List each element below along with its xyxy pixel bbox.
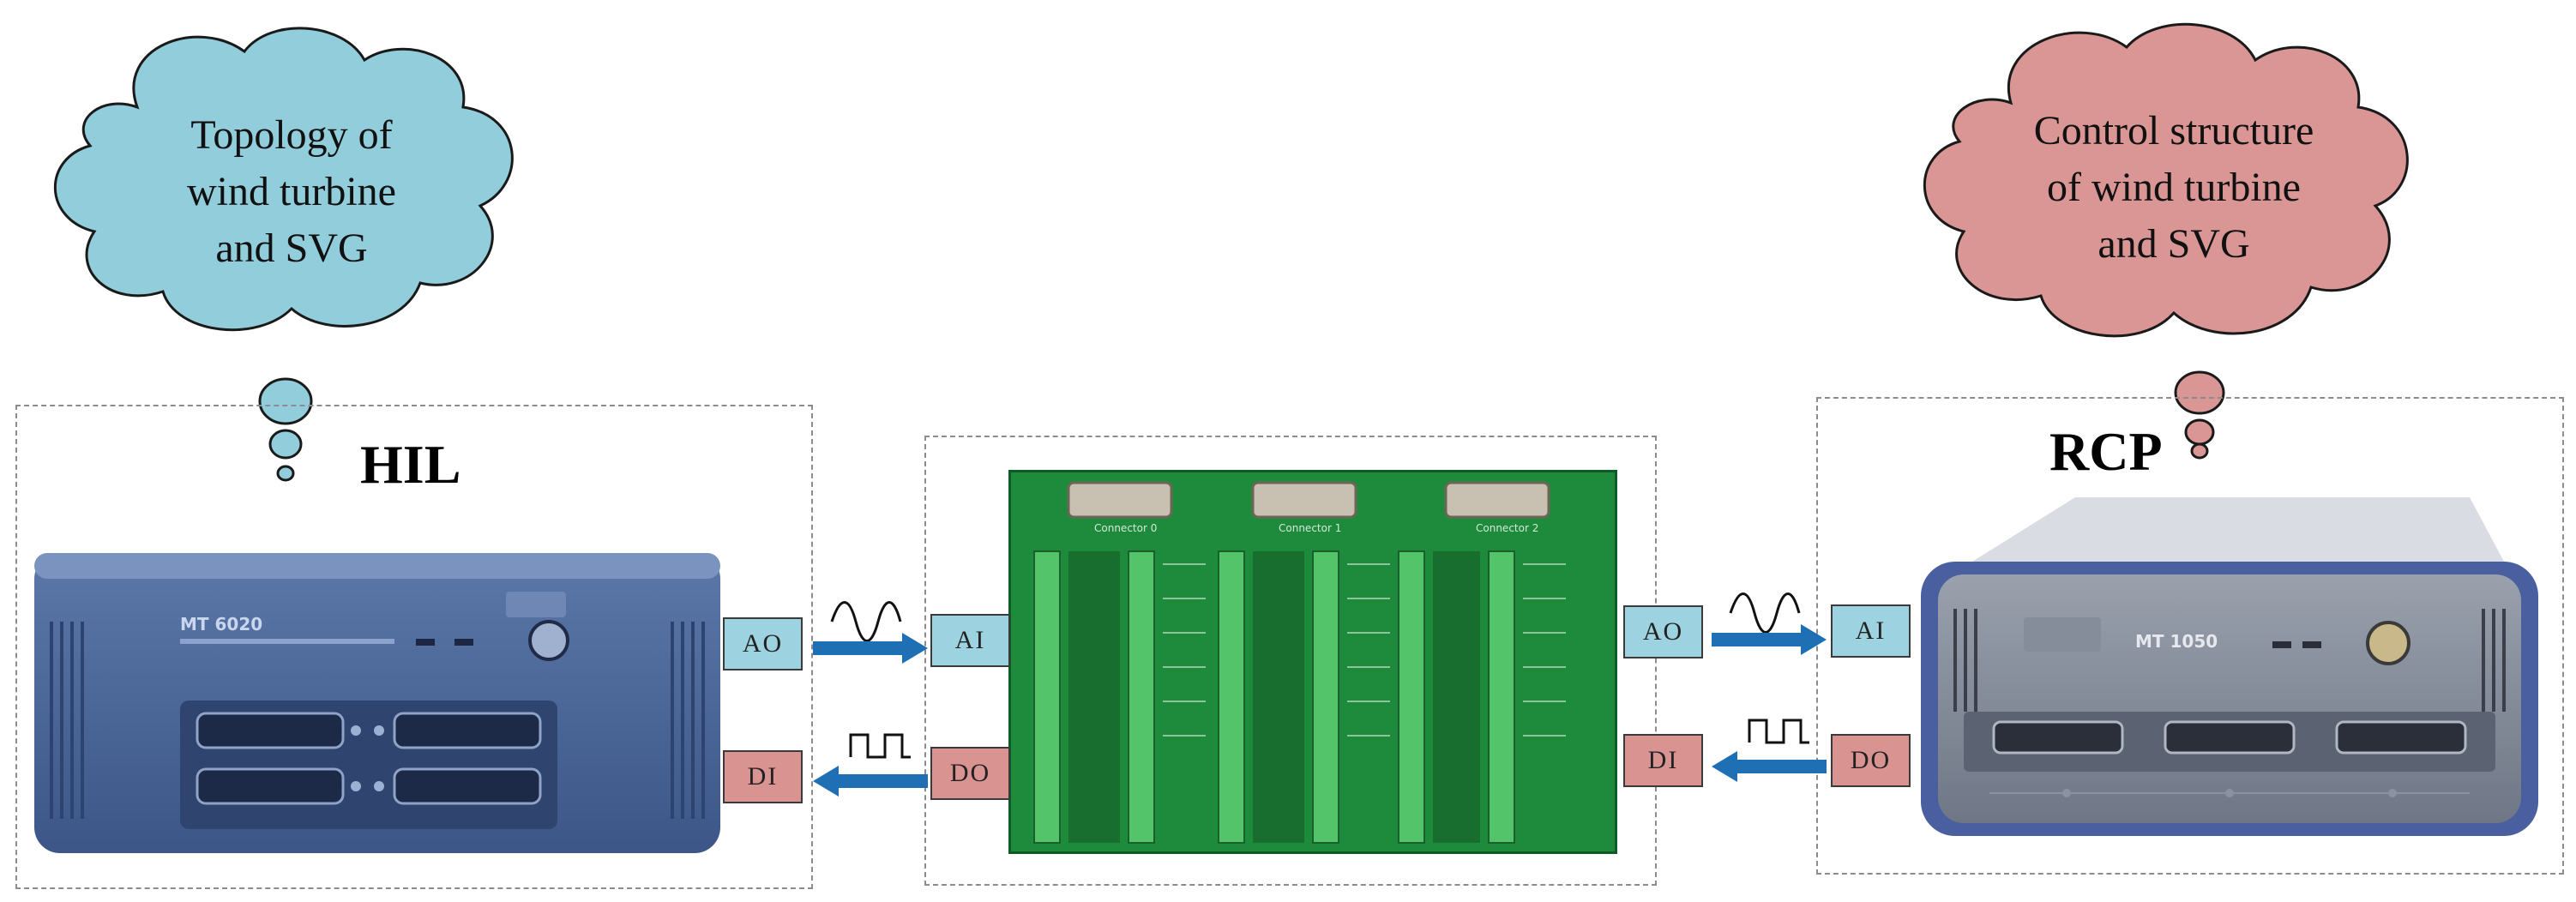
hil-title: HIL bbox=[360, 434, 461, 495]
hil-ao-tag: AO bbox=[723, 617, 803, 670]
hil-device-image: MT 6020 bbox=[34, 553, 720, 853]
digital-signal-left bbox=[813, 733, 928, 797]
thought-cloud-right: Control structure of wind turbine and SV… bbox=[1899, 13, 2448, 373]
board-do-tag: DO bbox=[930, 747, 1010, 800]
cloud-right-shape bbox=[1923, 22, 2409, 338]
arrow-right-icon bbox=[1712, 624, 1827, 655]
interface-board: Connector 0 Connector 1 Connector 2 bbox=[1008, 470, 1617, 854]
arrow-right-icon bbox=[813, 633, 928, 664]
hil-model-label: MT 6020 bbox=[180, 614, 262, 634]
thought-bubbles-right bbox=[2174, 370, 2225, 460]
cloud-left-line-2: wind turbine bbox=[187, 169, 396, 214]
arrow-left-icon bbox=[1712, 751, 1827, 782]
digital-signal-right bbox=[1712, 719, 1827, 782]
hil-panel bbox=[15, 405, 813, 889]
thought-cloud-left: Topology of wind turbine and SVG bbox=[34, 13, 540, 373]
hil-di-tag: DI bbox=[723, 750, 803, 803]
cloud-right-line-3: and SVG bbox=[2098, 221, 2250, 267]
sine-wave-icon bbox=[830, 601, 902, 642]
square-wave-icon bbox=[849, 733, 911, 759]
interface-board-panel bbox=[924, 436, 1657, 886]
board-connector-label-right: Connector 2 bbox=[1476, 522, 1538, 534]
rcp-device-image: MT 1050 bbox=[1921, 497, 2538, 836]
hil-device: MT 6020 bbox=[26, 510, 729, 857]
cloud-right-line-1: Control structure bbox=[2033, 108, 2314, 153]
square-wave-icon bbox=[1748, 719, 1809, 744]
board-di-tag: DI bbox=[1623, 734, 1703, 787]
rcp-do-tag: DO bbox=[1831, 734, 1911, 787]
cloud-left-line-3: and SVG bbox=[215, 226, 368, 271]
cloud-left-line-1: Topology of bbox=[190, 112, 393, 158]
board-ai-tag: AI bbox=[930, 614, 1010, 667]
rcp-ai-tag: AI bbox=[1831, 604, 1911, 658]
hil-power-button bbox=[528, 620, 569, 661]
board-connector-label-mid: Connector 1 bbox=[1279, 522, 1341, 534]
analog-signal-right bbox=[1712, 592, 1827, 655]
rcp-title: RCP bbox=[2049, 421, 2163, 482]
sine-wave-icon bbox=[1729, 592, 1801, 634]
arrow-left-icon bbox=[813, 766, 928, 797]
rcp-power-button bbox=[2366, 621, 2410, 665]
board-connector-label-left: Connector 0 bbox=[1094, 522, 1157, 534]
cloud-right-line-2: of wind turbine bbox=[2047, 165, 2301, 210]
interface-board-image: Connector 0 Connector 1 Connector 2 bbox=[1008, 470, 1617, 854]
analog-signal-left bbox=[813, 601, 928, 664]
thought-bubbles-left bbox=[258, 377, 313, 482]
cloud-left-shape bbox=[53, 27, 514, 332]
board-ao-tag: AO bbox=[1623, 605, 1703, 658]
rcp-device: MT 1050 bbox=[1912, 489, 2547, 849]
rcp-model-label: MT 1050 bbox=[2135, 631, 2218, 652]
